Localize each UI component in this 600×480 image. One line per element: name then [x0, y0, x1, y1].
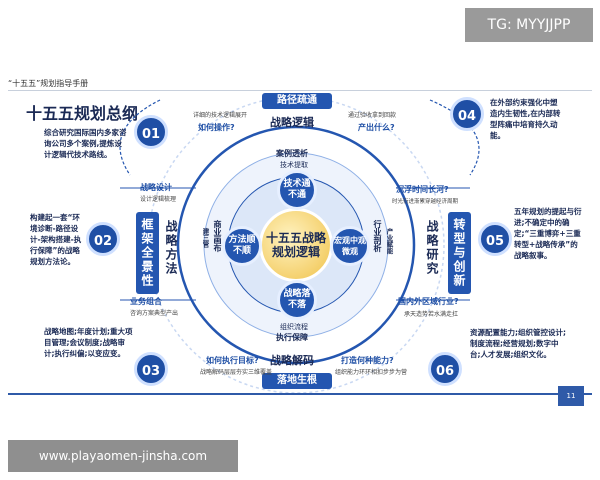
footer-divider — [8, 393, 592, 395]
question-time-sub: 时光衍进渐累穿越经济周期 — [392, 199, 459, 205]
section-05-text: 五年规划的提起与衍进;不确定中的确定;“三重博弈+三重转型+战略传承”的战略叙事… — [514, 207, 582, 260]
label-biz-portfolio-sub: 咨询方案典型产出 — [130, 310, 179, 317]
section-06-badge: 06 — [428, 352, 462, 386]
section-01-badge: 01 — [134, 115, 168, 149]
node-macro: 宏观中观微观 — [330, 226, 370, 266]
section-02-badge: 02 — [86, 222, 120, 256]
question-how-operate-sub: 详细的技术逻辑展开 — [193, 112, 248, 119]
question-time: 沉浮时间长河? — [396, 185, 449, 194]
node-tech: 技术通不通 — [277, 170, 317, 210]
ring-label-industry: 行业剖析 — [373, 220, 382, 252]
arc-title-left: 战略方法 — [164, 220, 178, 276]
label-strategy-design-sub: 设计逻辑梳理 — [140, 196, 177, 203]
section-02-text: 构建起一套“环境诊断-路径设计-架构搭建-执行保障”的战略规划方法论。 — [30, 213, 82, 266]
label-strategy-design: 战略设计 — [140, 183, 172, 192]
ring-label-empower: 产业赋能 — [385, 228, 393, 254]
section-04-text: 在外部约束强化中塑造内生韧性,在内部转型阵痛中培育持久动能。 — [490, 98, 561, 140]
banner-top: 路径疏通 — [262, 93, 332, 109]
banner-right: 转型与创新 — [448, 212, 471, 294]
core-node: 十五五战略规划逻辑 — [259, 208, 333, 282]
watermark-top: TG: MYYJJPP — [465, 8, 593, 42]
section-05-badge: 05 — [478, 222, 512, 256]
ring-label-tech: 技术提取 — [280, 161, 308, 169]
section-03-text: 战略地图;年度计划;重大项目管理;会议制度;战略审计;执行纠偏;以变应变。 — [44, 327, 133, 358]
section-01-text: 综合研究国际国内多家咨询公司多个案例,提炼设计逻辑代技术路线。 — [44, 128, 127, 159]
section-06-text: 资源配置能力;组织管控设计;制度流程;经营规划;数字中台;人才发展;组织文化。 — [470, 328, 566, 359]
ring-label-three: 建三管 — [201, 228, 209, 248]
arc-title-top: 战略逻辑 — [270, 116, 314, 129]
question-capability-sub: 组织能力环环相扣步步为营 — [335, 369, 408, 376]
header-divider — [8, 90, 592, 91]
section-03-badge: 03 — [134, 352, 168, 386]
ring-label-exec: 执行保障 — [276, 333, 308, 342]
node-method: 方法顺不顺 — [222, 226, 262, 266]
question-execute: 如何执行目标? — [206, 356, 259, 365]
label-biz-portfolio: 业务组合 — [130, 297, 162, 306]
ring-label-canvas: 商业画布 — [213, 220, 222, 252]
ring-label-case: 案例透析 — [276, 149, 308, 158]
section-04-badge: 04 — [450, 97, 484, 131]
page-title: 十五五规划总纲 — [26, 104, 139, 123]
question-capability: 打造何种能力? — [341, 356, 394, 365]
handbook-header: “十五五”规划指导手册 — [8, 79, 89, 88]
page-number: 11 — [558, 386, 584, 406]
arc-title-right: 战略研究 — [425, 220, 439, 276]
node-landing: 战略落不落 — [277, 280, 317, 320]
watermark-bottom: www.playaomen-jinsha.com — [8, 440, 238, 472]
arc-title-bottom: 战略解码 — [270, 354, 314, 367]
question-how-operate: 如何操作? — [198, 123, 235, 132]
ring-label-org: 组织流程 — [280, 323, 308, 331]
banner-left: 框架全景性 — [136, 212, 159, 294]
question-output: 产出什么? — [358, 123, 395, 132]
banner-bottom: 落地生根 — [262, 373, 332, 389]
question-region-sub: 承天造势若水满走扛 — [404, 311, 459, 318]
question-output-sub: 通过验收拿到回款 — [348, 112, 397, 119]
question-execute-sub: 战略解码层层夯实三维覆盖 — [200, 369, 273, 376]
question-region: 国内外区域行业? — [398, 297, 459, 306]
